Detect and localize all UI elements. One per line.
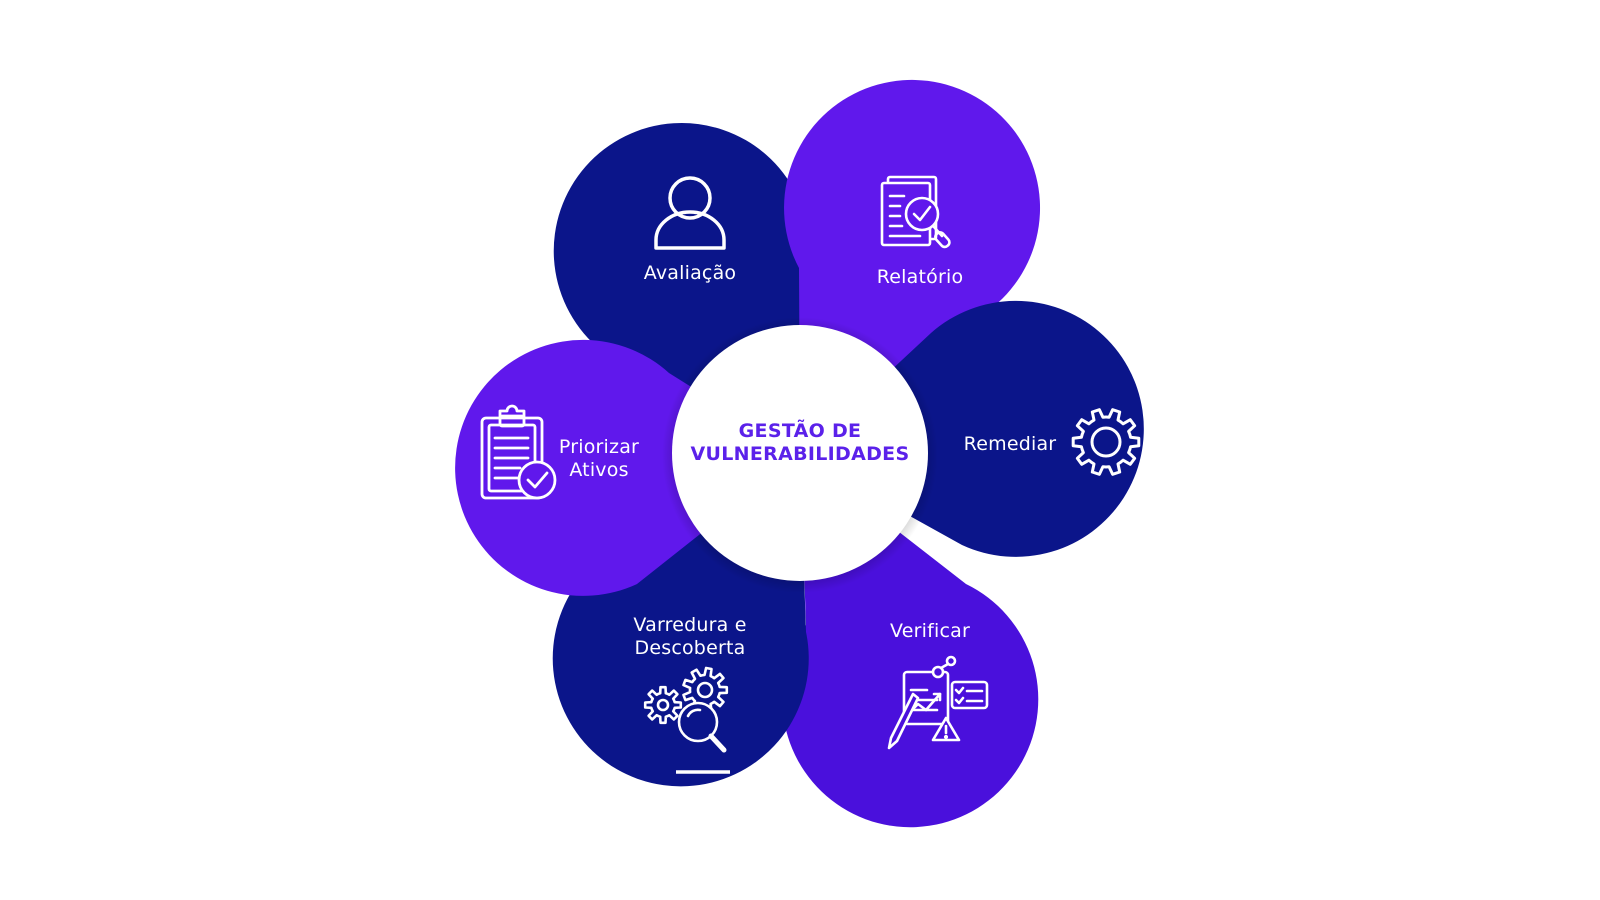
label-verificar: Verificar	[855, 620, 1005, 643]
small-gear-outline	[643, 685, 683, 725]
report-search-icon	[880, 175, 951, 249]
label-priorizar-line1: Priorizar	[558, 436, 640, 458]
clipboard-check-icon	[480, 404, 557, 500]
small-gear-hole	[656, 698, 670, 712]
analysis-checklist-icon	[887, 655, 989, 750]
label-remediar-text: Remediar	[963, 433, 1057, 455]
label-varredura-line1: Varredura e	[633, 614, 747, 636]
center-title: GESTÃO DE VULNERABILIDADES	[670, 420, 930, 466]
label-varredura-line2: Descoberta	[634, 637, 746, 659]
label-priorizar: Priorizar Ativos	[544, 436, 654, 482]
large-gear-outline	[682, 666, 729, 714]
magnifier-handle	[708, 733, 727, 753]
gear-hole	[1090, 426, 1122, 458]
magnifier-glint	[686, 708, 702, 718]
center-title-line2: VULNERABILIDADES	[690, 443, 910, 465]
user-icon	[654, 176, 726, 250]
label-avaliacao: Avaliação	[615, 262, 765, 285]
gear-icon	[1071, 408, 1141, 476]
label-remediar: Remediar	[950, 433, 1070, 456]
label-verificar-text: Verificar	[890, 620, 970, 642]
label-priorizar-line2: Ativos	[569, 459, 629, 481]
magnifier-lens	[677, 701, 719, 743]
large-gear-hole	[696, 681, 714, 699]
label-relatorio-text: Relatório	[876, 266, 964, 288]
center-title-line1: GESTÃO DE	[738, 420, 862, 442]
gear-outline	[1071, 408, 1141, 476]
center-circle	[672, 325, 928, 581]
gears-magnifier-icon	[643, 666, 729, 753]
label-relatorio: Relatório	[845, 266, 995, 289]
label-varredura: Varredura e Descoberta	[615, 614, 765, 660]
label-avaliacao-text: Avaliação	[643, 262, 737, 284]
